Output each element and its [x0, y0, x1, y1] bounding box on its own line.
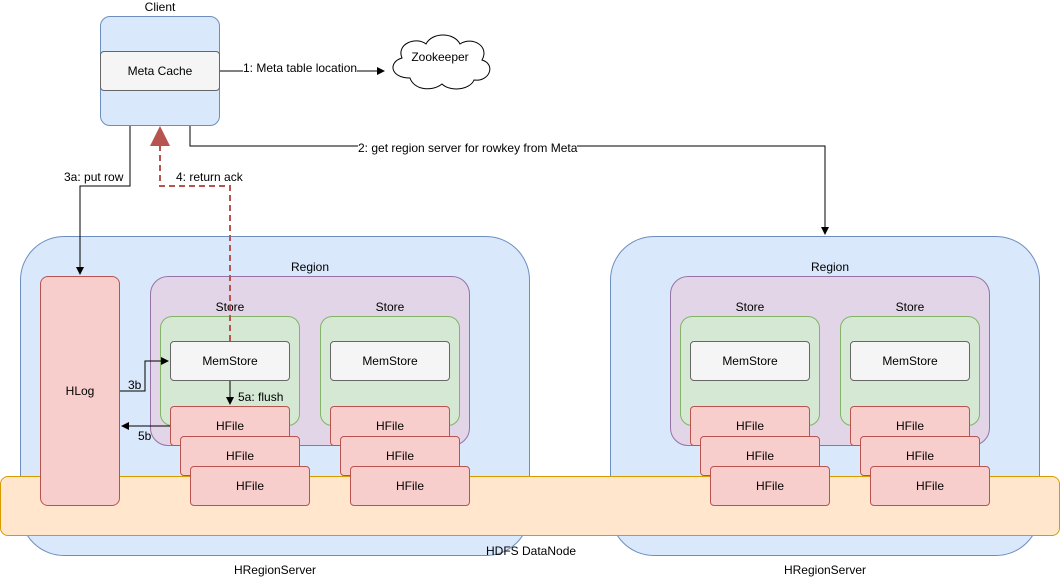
edge-label-hfile-to-hlog: 5b	[138, 429, 152, 443]
edge-label-flush: 5a: flush	[238, 390, 284, 404]
edge-label-meta-location: 1: Meta table location	[243, 61, 358, 75]
region-server-1-label: HRegionServer	[233, 563, 317, 577]
edge-label-return-ack: 4: return ack	[176, 170, 243, 184]
hfile: HFile	[190, 466, 310, 506]
meta-cache: Meta Cache	[100, 51, 220, 91]
hlog: HLog	[40, 276, 120, 506]
store-2-2-label: Store	[895, 300, 925, 314]
hdfs-datanode-label: HDFS DataNode	[486, 544, 577, 558]
region-2-label: Region	[810, 260, 850, 274]
edge-label-write-memstore: 3b	[128, 378, 142, 392]
hfile: HFile	[870, 466, 990, 506]
edge-write-memstore	[120, 357, 169, 392]
store-1-2-label: Store	[375, 300, 405, 314]
hfile: HFile	[350, 466, 470, 506]
memstore-1-1: MemStore	[170, 341, 290, 381]
zookeeper-cloud-icon	[392, 34, 491, 90]
region-server-2-label: HRegionServer	[783, 563, 867, 577]
hfile: HFile	[710, 466, 830, 506]
edge-label-put-row: 3a: put row	[64, 170, 124, 184]
memstore-2-2: MemStore	[850, 341, 970, 381]
region-1-label: Region	[290, 260, 330, 274]
memstore-2-1: MemStore	[690, 341, 810, 381]
edge-return-ack	[150, 126, 231, 341]
client-label: Client	[144, 0, 176, 14]
store-2-1-label: Store	[735, 300, 765, 314]
edge-label-get-region-server: 2: get region server for rowkey from Met…	[358, 141, 578, 155]
edge-put-row	[76, 126, 131, 275]
zookeeper-label: Zookeeper	[411, 50, 469, 64]
memstore-1-2: MemStore	[330, 341, 450, 381]
